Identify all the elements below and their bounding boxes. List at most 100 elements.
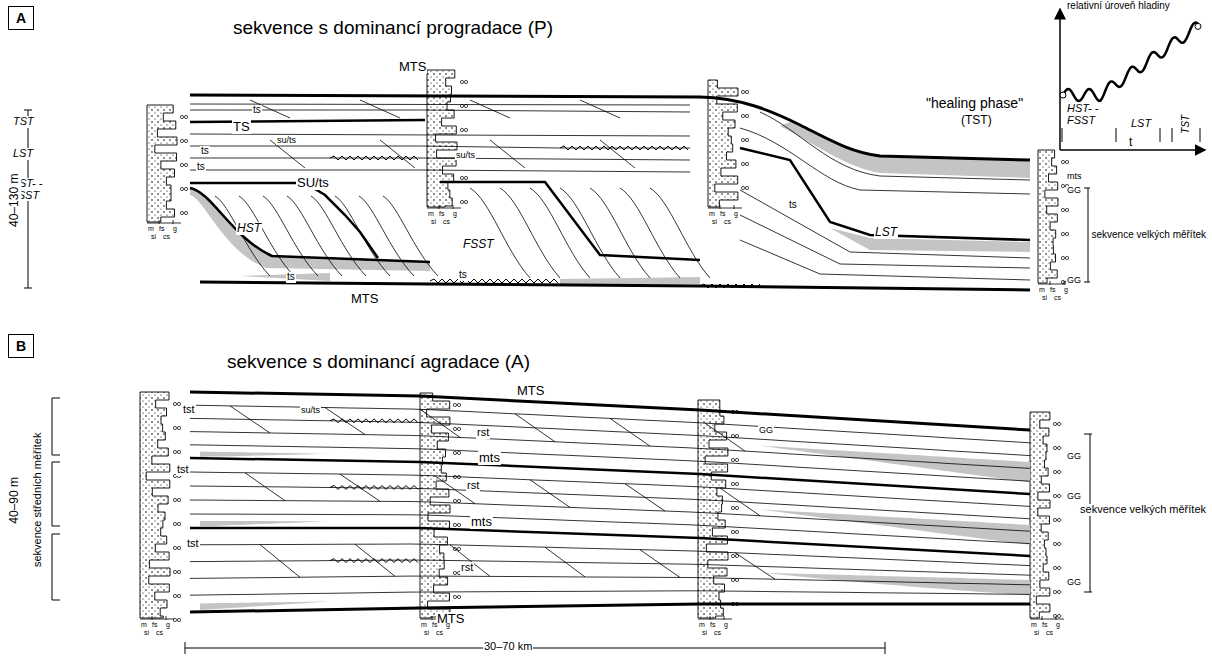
grain-size-label: g xyxy=(452,210,458,217)
gravel-symbol xyxy=(735,458,738,461)
log-profile xyxy=(1038,150,1058,283)
grain-size-label: fs xyxy=(431,621,438,628)
gravel-symbol xyxy=(464,128,467,131)
stratigraphic-label: MTS xyxy=(436,612,465,626)
gravel-symbol xyxy=(731,578,734,581)
erosion-surface xyxy=(560,146,688,150)
stratigraphic-label: TST xyxy=(12,116,35,128)
gravel-symbol xyxy=(180,163,183,166)
gravel-symbol xyxy=(173,594,176,597)
scale-and-brackets xyxy=(52,534,60,600)
grain-size-label: g xyxy=(723,621,729,628)
gravel-symbol xyxy=(741,138,744,141)
stratigraphic-label: 40–90 m xyxy=(8,475,21,524)
clinoform-line xyxy=(735,553,775,580)
grain-size-axis xyxy=(427,205,461,209)
gravel-symbol xyxy=(1053,542,1056,545)
strata-bounding-surfaces xyxy=(190,120,425,122)
grain-size-axis xyxy=(147,220,181,224)
gravel-symbol xyxy=(1057,542,1060,545)
gravel-symbol xyxy=(184,187,187,190)
scale-and-brackets xyxy=(52,398,60,455)
stratigraphic-label: GG xyxy=(1066,186,1082,195)
log-profile xyxy=(147,105,177,222)
stratigraphy-stroke xyxy=(239,196,294,276)
stratigraphy-stroke xyxy=(263,196,318,276)
gravel-symbol xyxy=(1057,614,1060,617)
stratigraphy-stroke xyxy=(250,100,290,118)
bedding-line xyxy=(190,445,1030,481)
strata-bounding-surfaces xyxy=(190,528,1030,556)
grain-size-axis xyxy=(708,205,742,209)
stratigraphic-label: su/ts xyxy=(455,151,476,160)
gravel-symbol xyxy=(180,211,183,214)
gravel-symbol xyxy=(464,176,467,179)
panel-title: sekvence s dominancí progradace (P) xyxy=(232,18,554,38)
log-profile xyxy=(1030,412,1050,618)
gravel-symbol xyxy=(173,402,176,405)
bedding-line xyxy=(190,576,1030,585)
grain-size-axis xyxy=(1030,616,1064,620)
gravel-symbol xyxy=(1053,494,1056,497)
log-profile xyxy=(427,70,457,207)
bedding-line xyxy=(190,486,1030,519)
stratigraphic-label: HST xyxy=(236,222,262,235)
gravel-symbol xyxy=(457,595,460,598)
gravel-symbol xyxy=(173,522,176,525)
stratigraphic-label: LST xyxy=(12,148,34,160)
gravel-symbol xyxy=(1065,160,1068,163)
grey-fill xyxy=(780,122,1030,178)
grain-size-label: g xyxy=(733,210,739,217)
sedimentary-log xyxy=(698,400,739,620)
stratigraphic-label: HST- -FSST xyxy=(1066,103,1108,126)
gravel-symbol xyxy=(457,547,460,550)
stratigraphic-label: 30–70 km xyxy=(483,641,533,653)
gravel-symbol xyxy=(457,427,460,430)
gravel-symbol xyxy=(173,498,176,501)
grain-size-label: g xyxy=(445,621,451,628)
stratigraphy-stroke xyxy=(311,196,366,276)
gravel-symbol xyxy=(1061,208,1064,211)
grey-fill xyxy=(200,452,330,457)
clinoform-line xyxy=(245,473,285,501)
gravel-symbol xyxy=(180,139,183,142)
grey-fill xyxy=(200,521,330,527)
clinoform-line xyxy=(260,545,300,578)
gravel-symbol xyxy=(1053,470,1056,473)
strata-bounding-surfaces xyxy=(200,282,1030,290)
stratigraphy-stroke xyxy=(560,188,620,278)
stratigraphy-stroke xyxy=(650,188,710,278)
gravel-symbol xyxy=(1053,446,1056,449)
stratigraphic-label: "healing phase" xyxy=(925,96,1024,111)
stratigraphy-stroke xyxy=(380,140,415,168)
gravel-symbol xyxy=(180,187,183,190)
stratigraphic-label: mts xyxy=(1066,172,1083,181)
erosion-surface xyxy=(700,284,760,288)
gravel-symbol xyxy=(1053,590,1056,593)
gravel-symbol xyxy=(460,200,463,203)
gravel-symbol xyxy=(745,138,748,141)
stratigraphic-label: mts xyxy=(470,515,493,529)
panel-letter: B xyxy=(16,338,26,354)
grain-size-label: fs xyxy=(438,210,445,217)
bedding-line xyxy=(190,560,1030,575)
sedimentary-log xyxy=(1038,150,1072,285)
gravel-symbol xyxy=(460,176,463,179)
grain-size-label: cs xyxy=(713,629,722,636)
stratigraphic-label: GG xyxy=(758,426,774,435)
stratigraphic-label: tst xyxy=(182,404,196,416)
stratigraphic-label: tst xyxy=(186,538,200,550)
grain-size-label: si xyxy=(143,629,150,636)
erosion-surface xyxy=(430,279,558,283)
gravel-symbol xyxy=(177,618,180,621)
scale-and-brackets xyxy=(1084,188,1090,282)
gravel-symbol xyxy=(1065,232,1068,235)
stratigraphy-stroke xyxy=(600,140,635,168)
sedimentary-log xyxy=(708,80,749,209)
grain-size-label: g xyxy=(172,225,178,232)
panel-letter-box: B xyxy=(8,334,34,358)
clinoform-line xyxy=(420,409,460,437)
grain-size-label: cs xyxy=(442,218,451,225)
